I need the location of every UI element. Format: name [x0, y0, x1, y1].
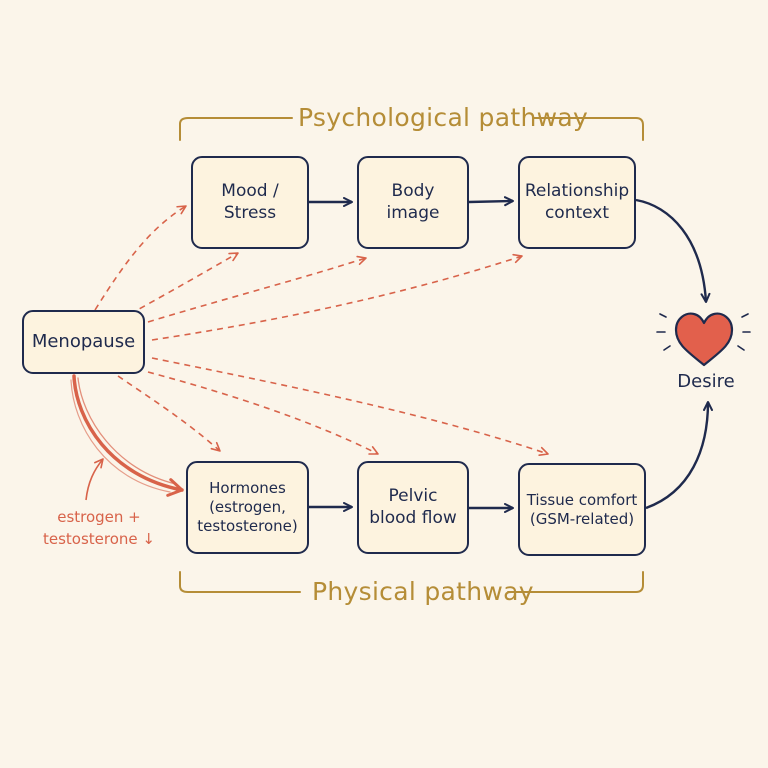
psychological-pathway-label: Psychological pathway: [298, 103, 589, 132]
mood-stress-node[interactable]: Mood / Stress: [191, 156, 309, 249]
mood-line-1: Mood /: [221, 181, 279, 202]
arrow-body-to-relationship: [468, 196, 514, 207]
heart-rays: [656, 313, 751, 351]
annotation-line-1: estrogen +: [57, 508, 141, 526]
body-line-1: Body: [391, 181, 435, 202]
relationship-line-2: context: [544, 202, 610, 223]
hormones-line-2: (estrogen,: [209, 498, 286, 517]
dashed-to-pelvic: [147, 371, 379, 455]
pelvic-line-2: blood flow: [369, 507, 457, 528]
hormones-line-1: Hormones: [209, 479, 286, 498]
annotation-line-2: testosterone ↓: [43, 529, 155, 548]
heart-icon: [674, 312, 734, 367]
menopause-node[interactable]: Menopause: [22, 310, 145, 374]
body-image-node[interactable]: Body image: [357, 156, 469, 249]
relationship-line-1: Relationship: [524, 181, 630, 202]
menopause-label: Menopause: [31, 330, 136, 352]
arrow-tissue-to-desire: [645, 401, 713, 510]
physical-bracket: [179, 571, 644, 593]
hormone-decline-annotation: estrogen + testosterone ↓: [36, 507, 162, 551]
tissue-line-2: (GSM-related): [529, 509, 635, 528]
tissue-line-1: Tissue comfort: [526, 490, 638, 509]
dashed-to-mood: [94, 205, 187, 311]
dashed-to-relationship: [151, 253, 523, 341]
mood-line-2: Stress: [223, 202, 277, 223]
tissue-comfort-node[interactable]: Tissue comfort (GSM-related): [518, 463, 646, 556]
dashed-to-hormones: [117, 375, 221, 452]
body-line-2: image: [386, 202, 440, 223]
desire-label: Desire: [677, 371, 735, 392]
dashed-to-tissue: [151, 357, 549, 457]
relationship-context-node[interactable]: Relationship context: [518, 156, 636, 249]
direct-effect-arrow: [72, 374, 184, 497]
dashed-to-body: [147, 255, 367, 323]
pelvic-line-1: Pelvic: [388, 486, 438, 507]
hormones-node[interactable]: Hormones (estrogen, testosterone): [186, 461, 309, 554]
pelvic-blood-flow-node[interactable]: Pelvic blood flow: [357, 461, 469, 554]
physical-pathway-label: Physical pathway: [312, 577, 534, 606]
small-up-arrow: [85, 458, 104, 501]
dashed-to-mood-lower: [129, 252, 239, 315]
psychological-bracket: [179, 117, 644, 141]
arrow-relationship-to-desire: [635, 198, 711, 303]
hormones-line-3: testosterone): [197, 516, 298, 535]
